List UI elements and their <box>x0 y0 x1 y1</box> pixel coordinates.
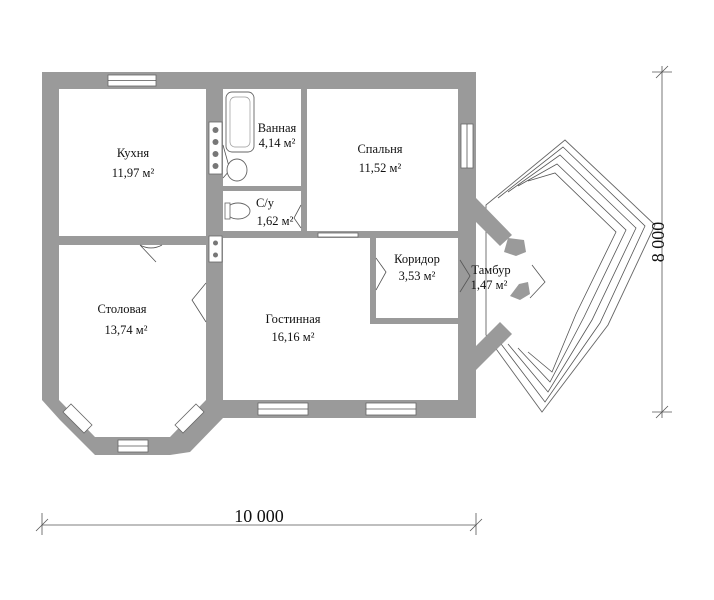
room-name-kitchen: Кухня <box>117 146 150 160</box>
dimension-width: 10 000 <box>35 506 483 535</box>
room-area-vestibule: 1,47 м² <box>471 278 508 292</box>
room-name-corridor: Коридор <box>394 252 440 266</box>
bathroom-fixtures <box>208 91 255 263</box>
room-name-bedroom: Спальня <box>357 142 402 156</box>
windows <box>62 74 474 453</box>
room-area-wc: 1,62 м² <box>257 214 294 228</box>
stove-icon <box>208 121 223 175</box>
bathtub-icon <box>225 91 255 153</box>
room-area-living: 16,16 м² <box>272 330 315 344</box>
dimension-width-label: 10 000 <box>234 506 284 526</box>
room-name-dining: Столовая <box>97 302 146 316</box>
room-name-living: Гостинная <box>265 312 320 326</box>
sink-icon <box>226 158 248 182</box>
room-name-bath: Ванная <box>258 121 297 135</box>
room-area-bath: 4,14 м² <box>259 136 296 150</box>
room-area-kitchen: 11,97 м² <box>112 166 155 180</box>
porch-steps <box>485 139 656 413</box>
room-area-dining: 13,74 м² <box>105 323 148 337</box>
room-name-vestibule: Тамбур <box>471 263 510 277</box>
room-name-wc: С/у <box>256 196 275 210</box>
dimension-height-label: 8 000 <box>648 222 668 263</box>
room-labels: Кухня 11,97 м² Ванная 4,14 м² Спальня 11… <box>97 121 510 344</box>
dimension-height: 8 000 <box>648 65 672 419</box>
room-area-bedroom: 11,52 м² <box>359 161 402 175</box>
room-area-corridor: 3,53 м² <box>399 269 436 283</box>
